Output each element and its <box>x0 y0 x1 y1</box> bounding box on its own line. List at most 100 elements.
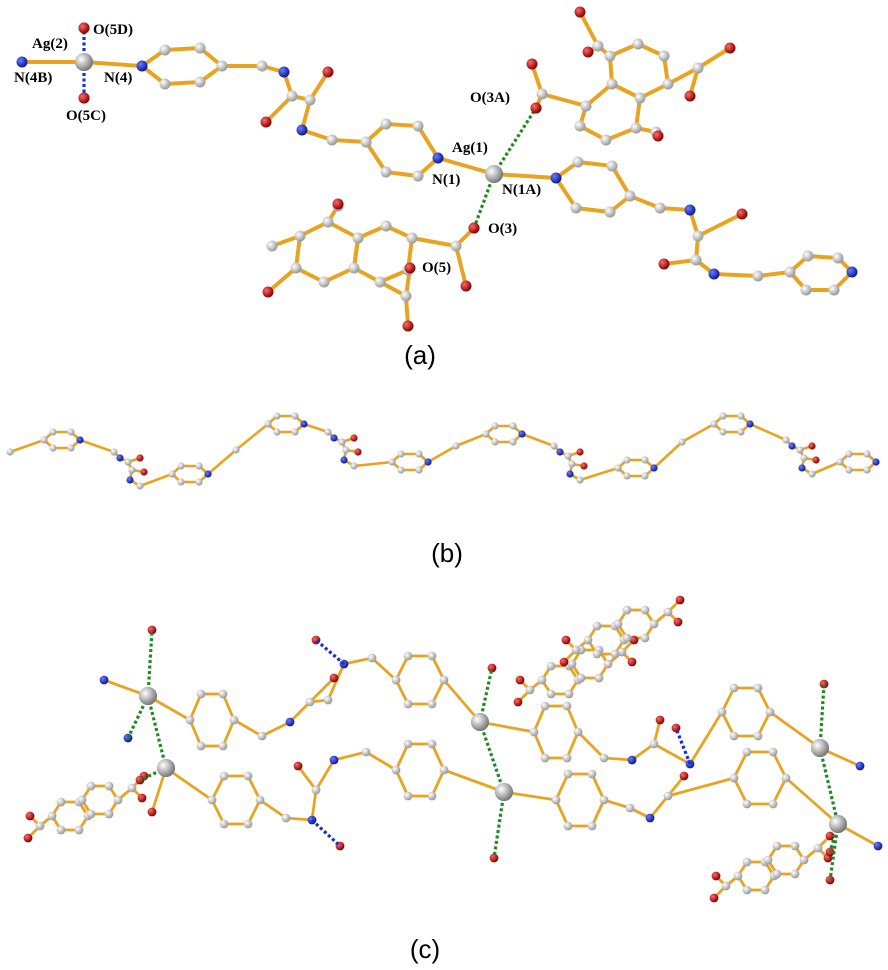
bond <box>342 656 374 666</box>
carbon-atom <box>562 753 572 763</box>
silver-atom <box>157 759 175 777</box>
carbon-atom <box>406 232 418 244</box>
carbon-atom <box>415 466 423 474</box>
bond <box>164 766 214 802</box>
nitrogen-atom <box>99 675 109 685</box>
nitrogen-atom <box>126 476 134 484</box>
carbon-atom <box>415 450 423 458</box>
carbon-atom <box>863 466 871 474</box>
atom-label-n4: N(4) <box>104 70 132 86</box>
bond <box>430 742 446 772</box>
carbon-atom <box>452 442 460 450</box>
carbon-atom <box>692 62 704 74</box>
carbon-atom <box>604 50 616 62</box>
nitrogen-atom <box>330 434 338 442</box>
carbon-atom <box>717 707 727 717</box>
bond <box>532 704 547 734</box>
carbon-atom <box>537 675 547 685</box>
bond <box>221 692 236 722</box>
carbon-atom <box>576 476 584 484</box>
carbon-atom <box>737 412 745 420</box>
nitrogen-atom <box>846 266 858 278</box>
carbon-atom <box>836 458 844 466</box>
nitrogen-atom <box>296 124 308 136</box>
carbon-atom <box>710 420 718 428</box>
oxygen-atom <box>652 130 664 142</box>
bond <box>394 768 410 798</box>
oxygen-atom <box>136 454 144 462</box>
bond <box>266 266 298 294</box>
carbon-atom <box>232 446 240 454</box>
nitrogen-atom <box>329 755 339 765</box>
nitrogen-atom <box>340 456 348 464</box>
bond <box>264 94 294 124</box>
carbon-atom <box>216 60 228 72</box>
carbon-atom <box>614 464 622 472</box>
oxygen-atom <box>576 448 584 456</box>
bond <box>756 686 772 714</box>
carbon-atom <box>509 422 517 430</box>
oxygen-atom <box>468 222 480 234</box>
bond <box>696 212 744 238</box>
carbon-atom <box>662 78 674 90</box>
ag-o-contact-green <box>478 721 506 793</box>
nitrogen-atom <box>798 464 806 472</box>
carbon-atom <box>47 811 57 821</box>
bond <box>258 798 288 820</box>
carbon-atom <box>177 462 185 470</box>
ag-o-contact-green <box>139 766 167 782</box>
carbon-atom <box>243 819 253 829</box>
nitrogen-atom <box>556 448 564 456</box>
carbon-atom <box>742 747 752 757</box>
oxygen-atom <box>673 617 683 627</box>
carbon-atom <box>304 94 316 106</box>
carbon-atom <box>845 466 853 474</box>
bond <box>590 772 606 802</box>
silver-atom <box>485 165 503 183</box>
carbon-atom <box>760 885 770 895</box>
carbon-atom <box>6 448 14 456</box>
oxygen-atom <box>78 92 90 104</box>
ag-o-contact-green <box>818 747 840 825</box>
bond <box>394 678 410 706</box>
carbon-atom <box>391 765 401 775</box>
oxygen-atom <box>530 102 542 114</box>
bond <box>578 10 600 48</box>
carbon-atom <box>782 436 790 444</box>
bond <box>666 66 700 86</box>
carbon-atom <box>219 771 229 781</box>
carbon-atom <box>256 60 268 72</box>
nitrogen-atom <box>645 813 655 823</box>
oxygen-atom <box>23 833 33 843</box>
carbon-atom <box>104 809 114 819</box>
carbon-atom <box>570 202 582 214</box>
oxygen-atom <box>140 468 148 476</box>
carbon-atom <box>546 689 556 699</box>
carbon-atom <box>360 136 372 148</box>
carbon-atom <box>563 821 573 831</box>
oxygen-atom <box>658 258 670 270</box>
bond <box>8 438 46 454</box>
bond <box>590 798 606 828</box>
bond <box>296 764 318 792</box>
carbon-atom <box>56 797 66 807</box>
carbon-atom <box>264 420 272 428</box>
bond <box>426 444 458 464</box>
bond <box>326 220 360 240</box>
oxygen-atom <box>709 893 719 903</box>
carbon-atom <box>218 689 228 699</box>
carbon-atom <box>768 799 778 809</box>
bond <box>732 776 749 806</box>
carbon-atom <box>128 466 136 474</box>
oxygen-atom <box>559 657 569 667</box>
carbon-atom <box>294 230 306 242</box>
bond <box>430 654 446 682</box>
bond <box>308 676 336 704</box>
carbon-atom <box>863 450 871 458</box>
carbon-atom <box>563 769 573 779</box>
bond <box>410 236 458 248</box>
bond <box>234 422 270 452</box>
carbon-atom <box>255 795 265 805</box>
carbon-atom <box>491 438 499 446</box>
carbon-atom <box>350 462 358 470</box>
